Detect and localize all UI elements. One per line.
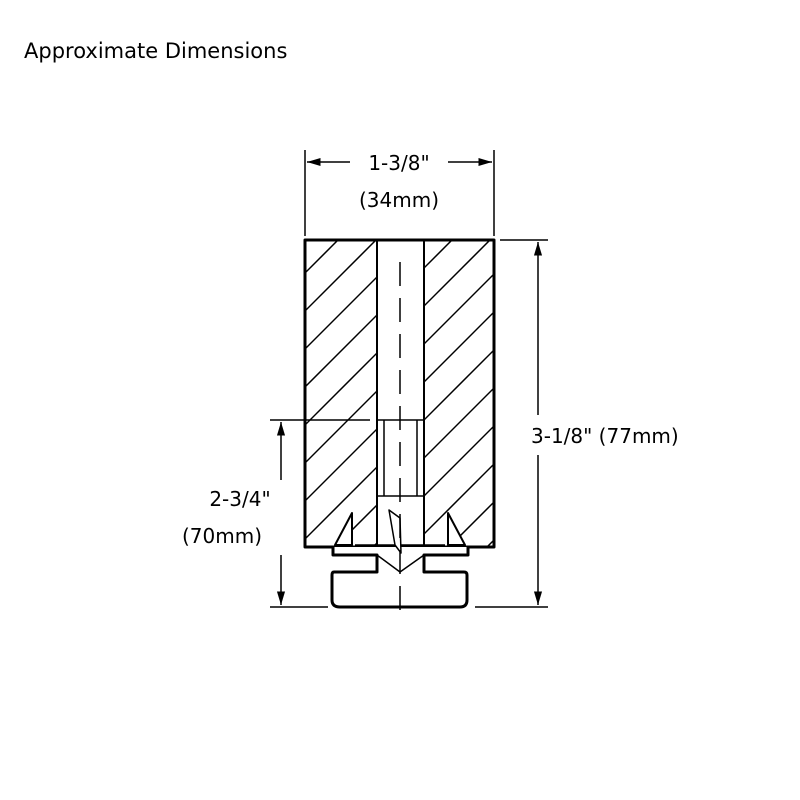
hatching-left	[0, 240, 800, 560]
hatch-line	[424, 424, 494, 498]
hatch-line	[305, 275, 377, 351]
hatch-line	[626, 240, 800, 560]
hatch-line	[512, 240, 800, 560]
hatch-line	[626, 240, 800, 560]
hatch-line	[550, 240, 800, 560]
hatch-line	[664, 240, 800, 560]
hatch-line	[485, 538, 494, 547]
height-partial-mm-label: (70mm)	[182, 524, 262, 548]
height-total-label: 3-1/8" (77mm)	[531, 424, 679, 448]
hatching-right	[0, 240, 800, 560]
hatch-line	[333, 503, 377, 547]
width-in-label: 1-3/8"	[368, 151, 429, 175]
hatch-line	[0, 240, 300, 560]
hatch-line	[474, 240, 794, 560]
hatch-line	[424, 240, 453, 270]
height-partial-in-label: 2-3/4"	[209, 487, 270, 511]
hatch-line	[512, 240, 800, 560]
hatch-line	[588, 240, 800, 560]
hatch-line	[447, 500, 494, 547]
hatch-line	[424, 348, 494, 422]
hatch-line	[305, 240, 377, 313]
hatch-line	[424, 310, 494, 384]
page-title: Approximate Dimensions	[24, 39, 288, 63]
hatch-line	[740, 240, 800, 560]
hatch-line	[550, 240, 800, 560]
hatch-line	[778, 240, 800, 560]
hatch-line	[305, 351, 377, 427]
barb-left	[334, 512, 353, 546]
hatch-line	[424, 272, 494, 346]
hatch-line	[588, 240, 800, 560]
hatch-line	[740, 240, 800, 560]
hatch-line	[305, 313, 377, 389]
hatch-line	[305, 389, 377, 465]
hatch-line	[664, 240, 800, 560]
hatch-line	[424, 240, 491, 308]
hatch-line	[424, 386, 494, 460]
hatch-line	[778, 240, 800, 560]
hatch-line	[18, 240, 338, 560]
hatch-line	[0, 240, 300, 560]
width-mm-label: (34mm)	[359, 188, 439, 212]
barb-right	[447, 512, 466, 546]
hatch-line	[424, 462, 494, 536]
hatch-line	[305, 240, 339, 275]
hatch-line	[305, 427, 377, 503]
hatch-line	[305, 465, 377, 541]
hatch-line	[702, 240, 800, 560]
hatch-line	[371, 541, 377, 547]
hatch-line	[702, 240, 800, 560]
